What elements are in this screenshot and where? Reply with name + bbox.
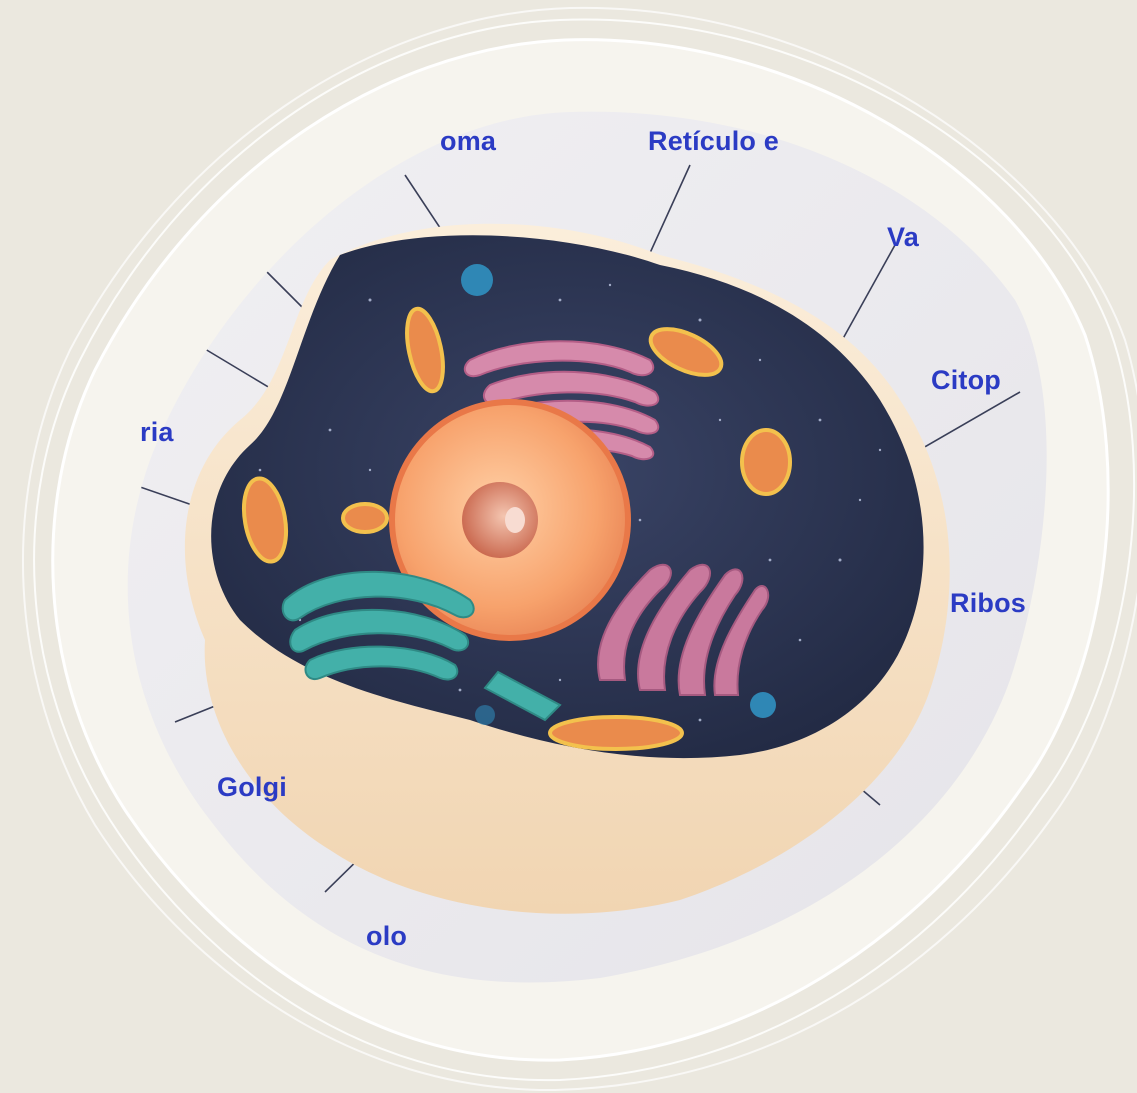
nucleolus bbox=[462, 482, 538, 558]
label-golgi: Golgi bbox=[217, 772, 287, 802]
label-mitochondria: ria bbox=[140, 417, 174, 447]
label-top-left: oma bbox=[440, 126, 497, 156]
label-reticulum: Retículo e bbox=[648, 126, 779, 156]
label-bottom: olo bbox=[366, 921, 407, 951]
label-vacuole: Va bbox=[887, 222, 920, 252]
label-cytoplasm: Citop bbox=[931, 365, 1001, 395]
label-ribosomes: Ribos bbox=[950, 588, 1026, 618]
